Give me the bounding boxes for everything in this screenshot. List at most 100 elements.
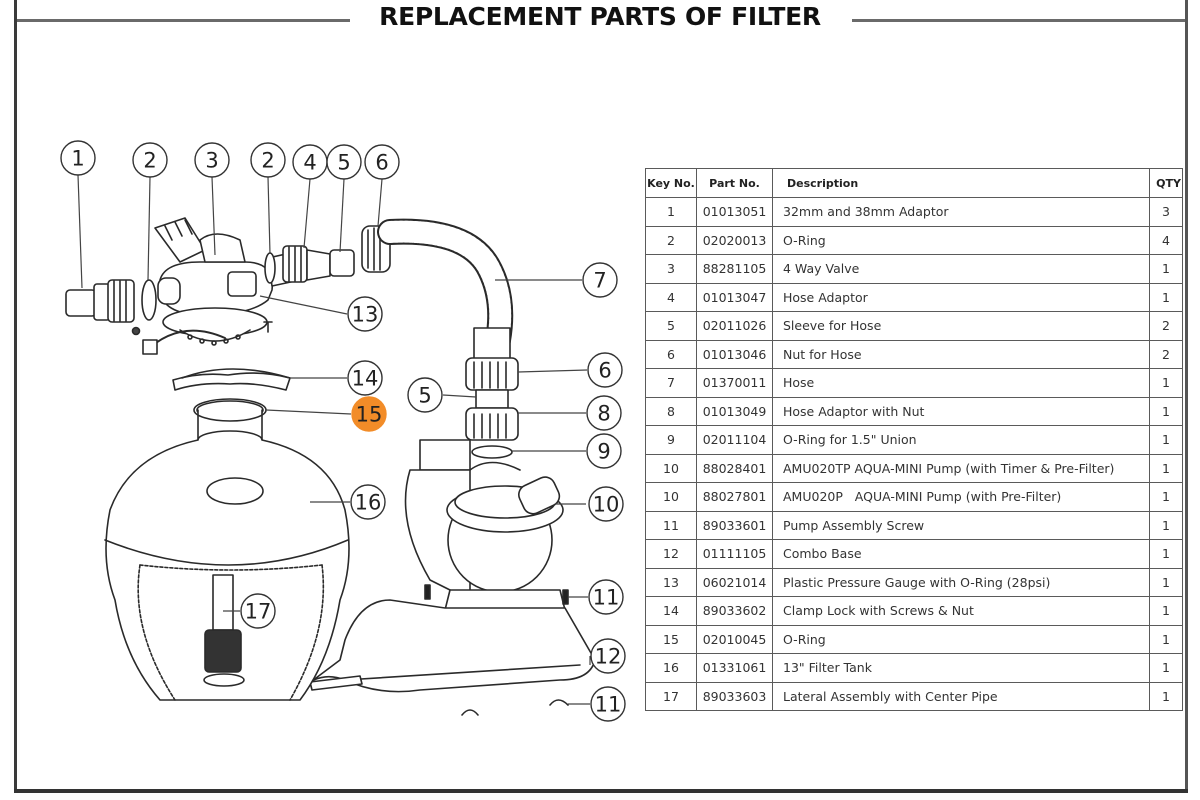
callout-label: 6: [375, 151, 388, 175]
cell-description: Hose Adaptor: [772, 282, 1150, 312]
cell-key-no: 16: [645, 653, 697, 683]
cell-description: Hose Adaptor with Nut: [772, 396, 1150, 426]
table-header-row: Key No. Part No. Description QTY: [645, 168, 1183, 198]
cell-key-no: 10: [645, 453, 697, 483]
callout-circle: [351, 396, 387, 432]
cell-key-no: 1: [645, 197, 697, 227]
callout-label: 14: [352, 367, 379, 391]
callout-circle: [588, 579, 624, 615]
hose-drawing: [377, 218, 514, 361]
callout-label: 8: [597, 402, 610, 426]
header-part-no: Part No.: [696, 168, 773, 198]
cell-qty: 1: [1149, 282, 1183, 312]
cell-part-no: 06021014: [696, 567, 773, 597]
cell-part-no: 01370011: [696, 368, 773, 398]
cell-qty: 1: [1149, 596, 1183, 626]
cell-qty: 1: [1149, 510, 1183, 540]
cell-part-no: 01013049: [696, 396, 773, 426]
cell-qty: 1: [1149, 539, 1183, 569]
cell-key-no: 3: [645, 254, 697, 284]
callout-16: 16: [350, 484, 386, 520]
cell-key-no: 7: [645, 368, 697, 398]
callout-circle: [326, 144, 362, 180]
cell-key-no: 5: [645, 311, 697, 341]
cell-description: 13" Filter Tank: [772, 653, 1150, 683]
callout-circle: [250, 142, 286, 178]
cell-key-no: 8: [645, 396, 697, 426]
cell-key-no: 12: [645, 539, 697, 569]
cell-qty: 1: [1149, 482, 1183, 512]
title-rule-right: [852, 19, 1185, 22]
cell-part-no: 88281105: [696, 254, 773, 284]
callout-label: 10: [593, 493, 620, 517]
cell-key-no: 6: [645, 339, 697, 369]
callout-label: 11: [593, 586, 620, 610]
cell-key-no: 10: [645, 482, 697, 512]
cell-key-no: 9: [645, 425, 697, 455]
cell-qty: 1: [1149, 653, 1183, 683]
cell-description: Nut for Hose: [772, 339, 1150, 369]
cell-description: 4 Way Valve: [772, 254, 1150, 284]
cell-key-no: 13: [645, 567, 697, 597]
callout-11: 11: [590, 686, 626, 722]
cell-qty: 1: [1149, 368, 1183, 398]
title-rule-left: [17, 19, 350, 22]
callout-6: 6: [364, 144, 400, 180]
callout-label: 15: [356, 403, 383, 427]
callout-9: 9: [586, 433, 622, 469]
callout-6: 6: [587, 352, 623, 388]
cell-description: AMU020TP AQUA-MINI Pump (with Timer & Pr…: [772, 453, 1150, 483]
cell-part-no: 01331061: [696, 653, 773, 683]
callout-circle: [350, 484, 386, 520]
cell-description: Pump Assembly Screw: [772, 510, 1150, 540]
callout-10: 10: [588, 486, 624, 522]
cell-part-no: 89033602: [696, 596, 773, 626]
cell-key-no: 4: [645, 282, 697, 312]
callout-17: 17: [240, 593, 276, 629]
cell-description: Hose: [772, 368, 1150, 398]
cell-part-no: 01013051: [696, 197, 773, 227]
leader-lines: [77, 174, 591, 705]
callout-label: 12: [595, 645, 622, 669]
adaptor-drawing: [65, 279, 135, 323]
callout-7: 7: [582, 262, 618, 298]
page-title: REPLACEMENT PARTS OF FILTER: [379, 2, 821, 31]
cell-description: Clamp Lock with Screws & Nut: [772, 596, 1150, 626]
callout-circle: [582, 262, 618, 298]
callout-label: 3: [205, 149, 218, 173]
cell-key-no: 15: [645, 624, 697, 654]
callout-label: 4: [303, 151, 316, 175]
combo-base-drawing: [299, 599, 596, 716]
callout-12: 12: [590, 638, 626, 674]
union-drawing: [465, 357, 519, 459]
cell-qty: 1: [1149, 425, 1183, 455]
cell-key-no: 14: [645, 596, 697, 626]
callout-5: 5: [407, 377, 443, 413]
cell-key-no: 11: [645, 510, 697, 540]
callout-circle: [60, 140, 96, 176]
callout-label: 9: [597, 440, 610, 464]
cell-part-no: 02010045: [696, 624, 773, 654]
cell-part-no: 01013047: [696, 282, 773, 312]
cell-part-no: 02011104: [696, 425, 773, 455]
callout-label: 2: [143, 149, 156, 173]
callout-circle: [194, 142, 230, 178]
callout-circle: [407, 377, 443, 413]
cell-qty: 1: [1149, 396, 1183, 426]
cell-qty: 1: [1149, 624, 1183, 654]
callout-8: 8: [586, 395, 622, 431]
cell-description: O-Ring: [772, 225, 1150, 255]
cell-key-no: 17: [645, 681, 697, 711]
page-frame-right: [1185, 0, 1188, 793]
